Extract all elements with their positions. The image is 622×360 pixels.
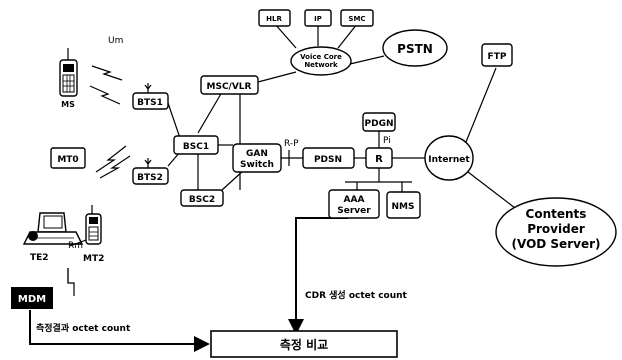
rp-label: R-P — [284, 139, 299, 149]
nms-node: NMS — [386, 191, 421, 219]
cdr-label: CDR 생성 octet count — [305, 289, 408, 301]
svg-text:GAN: GAN — [246, 149, 268, 159]
ms-phone-icon — [59, 48, 78, 97]
ms-label: MS — [61, 100, 75, 109]
svg-text:R: R — [375, 154, 383, 165]
bsc2-node: BSC2 — [180, 189, 224, 207]
svg-text:Provider: Provider — [527, 222, 585, 236]
mt2-phone-icon — [85, 205, 102, 245]
ftp-node: FTP — [481, 43, 513, 67]
radio-links — [89, 65, 131, 179]
bts1-node: BTS1 — [132, 83, 169, 110]
svg-text:Switch: Switch — [240, 160, 274, 170]
svg-text:Server: Server — [337, 206, 371, 216]
svg-text:SMC: SMC — [348, 15, 365, 23]
svg-text:PDGN: PDGN — [365, 119, 394, 129]
svg-text:PSTN: PSTN — [397, 42, 433, 56]
aaa-server-node: AAA Server — [328, 189, 380, 219]
svg-text:MSC/VLR: MSC/VLR — [207, 82, 252, 92]
mt0-node: MT0 — [50, 147, 86, 169]
msc-vlr-node: MSC/VLR — [200, 75, 259, 95]
svg-text:측정 비교: 측정 비교 — [280, 337, 328, 352]
svg-text:BTS1: BTS1 — [137, 98, 163, 108]
contents-provider-node: Contents Provider (VOD Server) — [495, 197, 617, 267]
svg-text:MT0: MT0 — [57, 155, 78, 165]
svg-text:BTS2: BTS2 — [137, 173, 163, 183]
rm-label: Rm — [68, 241, 83, 251]
pdsn-node: PDSN — [302, 147, 355, 169]
laptop-icon — [22, 212, 84, 245]
connections — [67, 23, 516, 296]
voice-core-network-node: Voice Core Network — [290, 46, 352, 76]
internet-node: Internet — [424, 135, 474, 181]
svg-text:BSC2: BSC2 — [189, 195, 215, 205]
gan-switch-node: GAN Switch — [232, 143, 282, 173]
router-node: R — [365, 147, 393, 169]
ip-node: IP — [304, 9, 332, 27]
bsc1-node: BSC1 — [173, 135, 219, 155]
smc-node: SMC — [340, 9, 374, 27]
measure-label: 측정결과 octet count — [36, 322, 131, 334]
mt2-label: MT2 — [83, 254, 104, 264]
svg-text:Internet: Internet — [428, 155, 470, 165]
pdgn-node: PDGN — [362, 112, 396, 132]
pi-label: Pi — [383, 136, 391, 146]
compare-box: 측정 비교 — [210, 330, 398, 358]
svg-text:IP: IP — [314, 15, 322, 23]
bts2-node: BTS2 — [132, 158, 169, 185]
svg-text:HLR: HLR — [266, 15, 282, 23]
svg-text:AAA: AAA — [344, 195, 365, 205]
svg-text:PDSN: PDSN — [314, 155, 342, 165]
svg-text:Network: Network — [304, 61, 338, 69]
svg-text:BSC1: BSC1 — [183, 142, 209, 152]
rm-link — [69, 239, 87, 247]
um-label: Um — [108, 36, 123, 46]
hlr-node: HLR — [258, 9, 291, 27]
pstn-node: PSTN — [382, 29, 448, 67]
svg-text:FTP: FTP — [488, 52, 507, 62]
svg-text:Voice Core: Voice Core — [300, 53, 342, 61]
svg-text:NMS: NMS — [392, 202, 415, 212]
svg-text:MDM: MDM — [18, 294, 46, 305]
te2-label: TE2 — [30, 253, 49, 263]
svg-text:(VOD Server): (VOD Server) — [512, 237, 601, 251]
mdm-node: MDM — [11, 287, 53, 309]
svg-text:Contents: Contents — [526, 207, 587, 221]
